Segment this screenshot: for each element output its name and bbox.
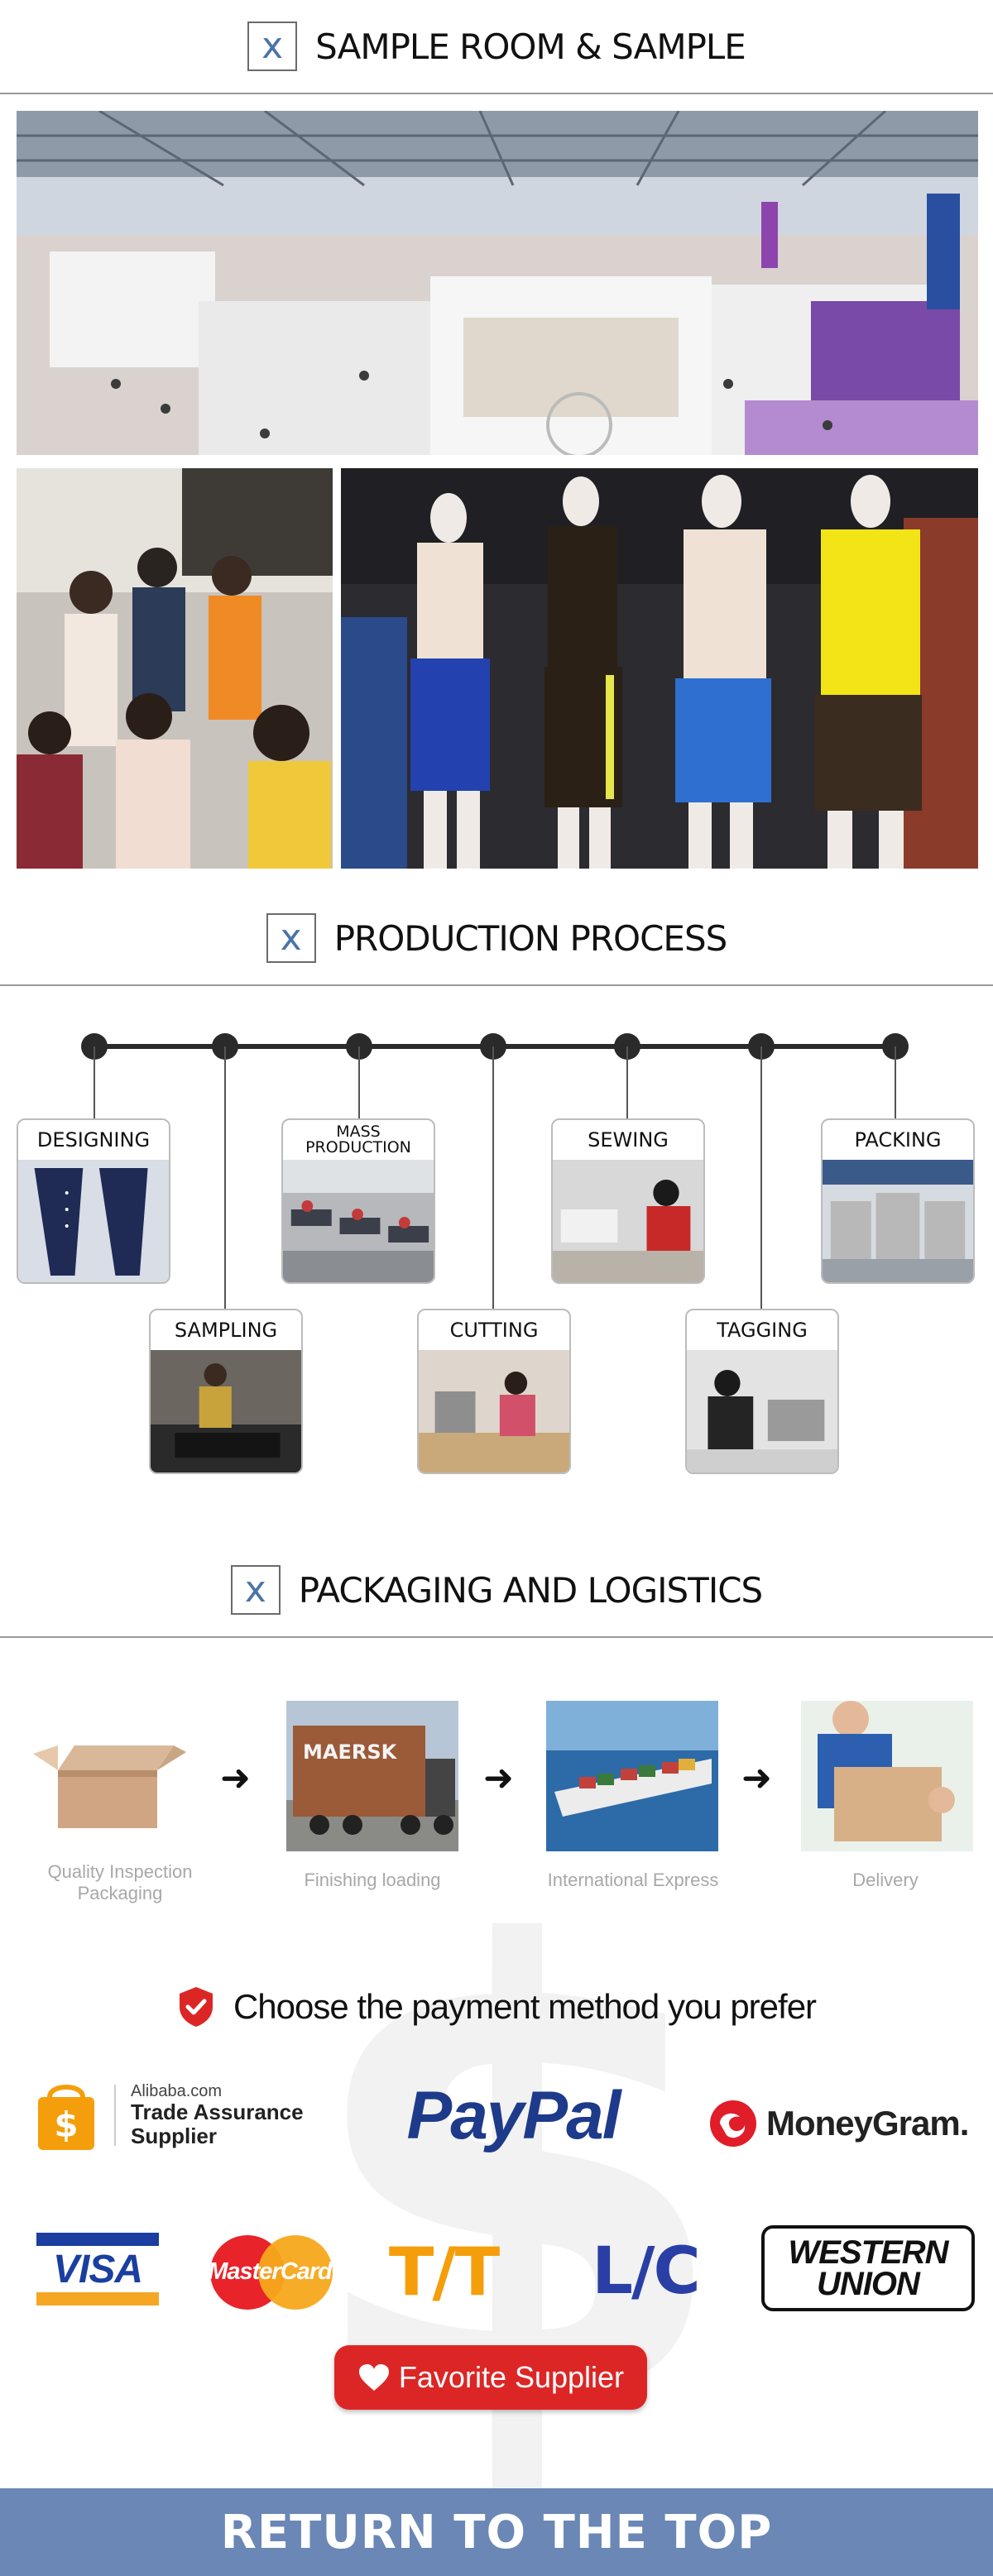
payment-title: Choose the payment method you prefer [233, 1987, 817, 2026]
step-label: MASS PRODUCTION [305, 1123, 411, 1156]
designing-photo [18, 1160, 169, 1282]
process-step-designing: DESIGNING [17, 1118, 170, 1284]
box-illustration [25, 1729, 190, 1845]
timeline-connector [492, 1046, 494, 1310]
return-to-top-label: RETURN TO THE TOP [220, 2505, 773, 2559]
logistics-caption: International Express [547, 1870, 719, 1890]
alibaba-line: Trade Assurance [131, 2100, 304, 2125]
lc-logo: L/C [592, 2234, 700, 2309]
logistics-caption: Delivery [852, 1870, 919, 1890]
tt-logo: T/T [388, 2233, 500, 2310]
alibaba-trade-assurance-logo: $ Alibaba.com Trade Assurance Supplier [33, 2076, 306, 2154]
svg-text:$: $ [54, 2104, 78, 2145]
step-label: CUTTING [449, 1319, 539, 1342]
cutting-photo [419, 1350, 569, 1472]
arrow-right-icon: ➜ [741, 1757, 772, 1799]
moneygram-globe-icon [710, 2100, 756, 2147]
favorite-supplier-button[interactable]: Favorite Supplier [334, 2345, 647, 2410]
arrow-right-icon: ➜ [483, 1757, 514, 1799]
arrow-right-icon: ➜ [220, 1757, 251, 1799]
timeline-connector [760, 1046, 762, 1310]
paypal-logo: PayPal [406, 2078, 621, 2153]
favorite-label: Favorite Supplier [398, 2360, 625, 2394]
sampling-photo [151, 1350, 301, 1472]
timeline-connector [358, 1046, 360, 1119]
alibaba-line: Supplier [131, 2124, 218, 2149]
section-header-production: x PRODUCTION PROCESS PRODUCTION PROCESS [0, 892, 993, 986]
step-label: TAGGING [717, 1319, 808, 1342]
process-step-sewing: SEWING [551, 1118, 705, 1284]
mass-production-photo [283, 1160, 434, 1282]
section-header-sample: x SAMPLE ROOM & SAMPLE SAMPLE ROOM & SAM… [0, 0, 993, 94]
exhibition-hall-photo [17, 111, 978, 455]
visa-logo: VISA [36, 2232, 159, 2306]
sewing-photo [553, 1160, 703, 1282]
packing-photo [823, 1160, 973, 1282]
process-step-sampling: SAMPLING [149, 1309, 303, 1474]
cargo-ship-photo [546, 1701, 718, 1851]
section-title: PRODUCTION PROCESS PRODUCTION PROCESS [333, 917, 728, 972]
x-icon: x [230, 1565, 281, 1615]
timeline-connector [895, 1046, 896, 1119]
section-title: SAMPLE ROOM & SAMPLE SAMPLE ROOM & SAMPL… [315, 26, 746, 80]
x-icon: x [266, 913, 316, 963]
timeline-connector [224, 1046, 226, 1310]
logistics-caption: Quality Inspection Packaging [47, 1861, 193, 1904]
western-union-logo: WESTERN UNION [761, 2225, 975, 2311]
truck-label: MAERSK [303, 1740, 398, 1764]
return-to-top-button[interactable]: RETURN TO THE TOP [0, 2488, 993, 2576]
x-icon: x [247, 22, 298, 71]
step-label: DESIGNING [36, 1128, 151, 1152]
heart-icon [358, 2364, 389, 2391]
process-step-cutting: CUTTING [417, 1309, 571, 1474]
truck-photo: MAERSK [286, 1701, 458, 1851]
timeline-connector [626, 1046, 628, 1119]
alibaba-line: Alibaba.com [131, 2081, 223, 2100]
shopping-bag-icon: $ [38, 2085, 94, 2150]
step-label: PACKING [854, 1128, 942, 1152]
mannequins-photo [341, 468, 978, 869]
moneygram-logo: MoneyGram. [708, 2093, 981, 2154]
section-header-packaging: x PACKAGING AND LOGISTICS PACKAGING AND … [0, 1544, 993, 1638]
tagging-photo [687, 1350, 837, 1472]
step-label: SAMPLING [174, 1319, 278, 1342]
mastercard-logo: MasterCard [204, 2230, 336, 2313]
process-step-packing: PACKING [821, 1118, 975, 1284]
process-step-tagging: TAGGING [685, 1309, 839, 1474]
section-title: PACKAGING AND LOGISTICS PACKAGING AND LO… [298, 1569, 763, 1624]
delivery-photo [801, 1701, 973, 1851]
visitors-photo [17, 468, 333, 869]
logistics-caption: Finishing loading [304, 1870, 441, 1890]
payment-heading: Choose the payment method you prefer [0, 1985, 993, 2028]
process-step-mass-production: MASS PRODUCTION [281, 1118, 435, 1284]
timeline-connector [94, 1046, 95, 1119]
step-label: SEWING [588, 1128, 669, 1152]
shield-check-icon [179, 1987, 213, 2027]
